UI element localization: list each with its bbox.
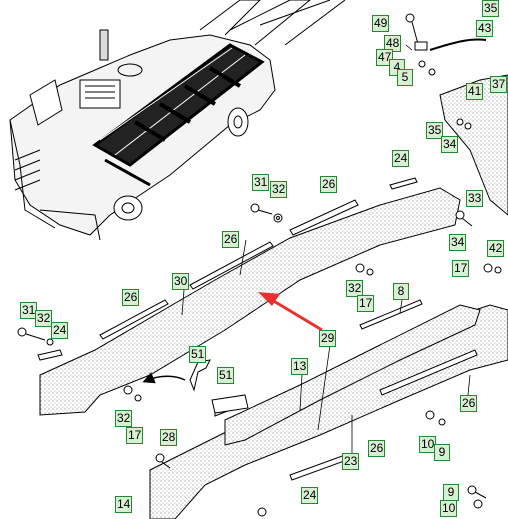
callout-49: 49 bbox=[372, 15, 390, 32]
callout-17-c: 17 bbox=[126, 427, 144, 444]
callout-5: 5 bbox=[397, 69, 413, 86]
callout-8: 8 bbox=[393, 283, 409, 300]
callout-31-b: 31 bbox=[20, 302, 38, 319]
callout-24: 24 bbox=[392, 150, 410, 167]
callout-32-b: 32 bbox=[346, 280, 364, 297]
callout-34-b: 34 bbox=[449, 234, 467, 251]
callout-24-b: 24 bbox=[51, 322, 69, 339]
callout-42: 42 bbox=[487, 240, 505, 257]
leader-lines bbox=[142, 38, 487, 455]
brackets bbox=[189, 359, 249, 414]
callout-33: 33 bbox=[466, 190, 484, 207]
callout-34: 34 bbox=[441, 136, 459, 153]
callout-10-b: 10 bbox=[440, 500, 458, 517]
callout-10: 10 bbox=[419, 436, 437, 453]
callout-41: 41 bbox=[466, 83, 484, 100]
callout-30: 30 bbox=[172, 273, 190, 290]
callout-26-b: 26 bbox=[222, 231, 240, 248]
conveyor-frame bbox=[92, 43, 265, 187]
callout-26-e: 26 bbox=[368, 440, 386, 457]
callout-26-d: 26 bbox=[460, 395, 478, 412]
callout-26: 26 bbox=[320, 176, 338, 193]
callout-28: 28 bbox=[160, 429, 178, 446]
callout-32-d: 32 bbox=[115, 410, 133, 427]
callout-24-c: 24 bbox=[301, 487, 319, 504]
callout-32: 32 bbox=[270, 181, 288, 198]
strips bbox=[37, 177, 478, 481]
dotted-panels bbox=[39, 74, 508, 519]
callout-23: 23 bbox=[342, 453, 360, 470]
callout-9: 9 bbox=[434, 444, 450, 461]
callout-35-b: 35 bbox=[426, 122, 444, 139]
callout-37: 37 bbox=[490, 76, 508, 93]
callout-17-b: 17 bbox=[357, 295, 375, 312]
callout-13: 13 bbox=[291, 358, 309, 375]
callout-43: 43 bbox=[476, 20, 494, 37]
callout-35: 35 bbox=[482, 0, 500, 17]
callout-14: 14 bbox=[115, 496, 133, 513]
callout-29: 29 bbox=[319, 330, 337, 347]
callout-9-b: 9 bbox=[443, 484, 459, 501]
callout-48: 48 bbox=[384, 35, 402, 52]
callout-51-b: 51 bbox=[217, 367, 235, 384]
callout-32-c: 32 bbox=[35, 310, 53, 327]
callout-51: 51 bbox=[189, 346, 207, 363]
callout-31: 31 bbox=[252, 174, 270, 191]
callout-17: 17 bbox=[452, 260, 470, 277]
red-pointer-arrow bbox=[258, 292, 323, 332]
callout-26-c: 26 bbox=[122, 289, 140, 306]
